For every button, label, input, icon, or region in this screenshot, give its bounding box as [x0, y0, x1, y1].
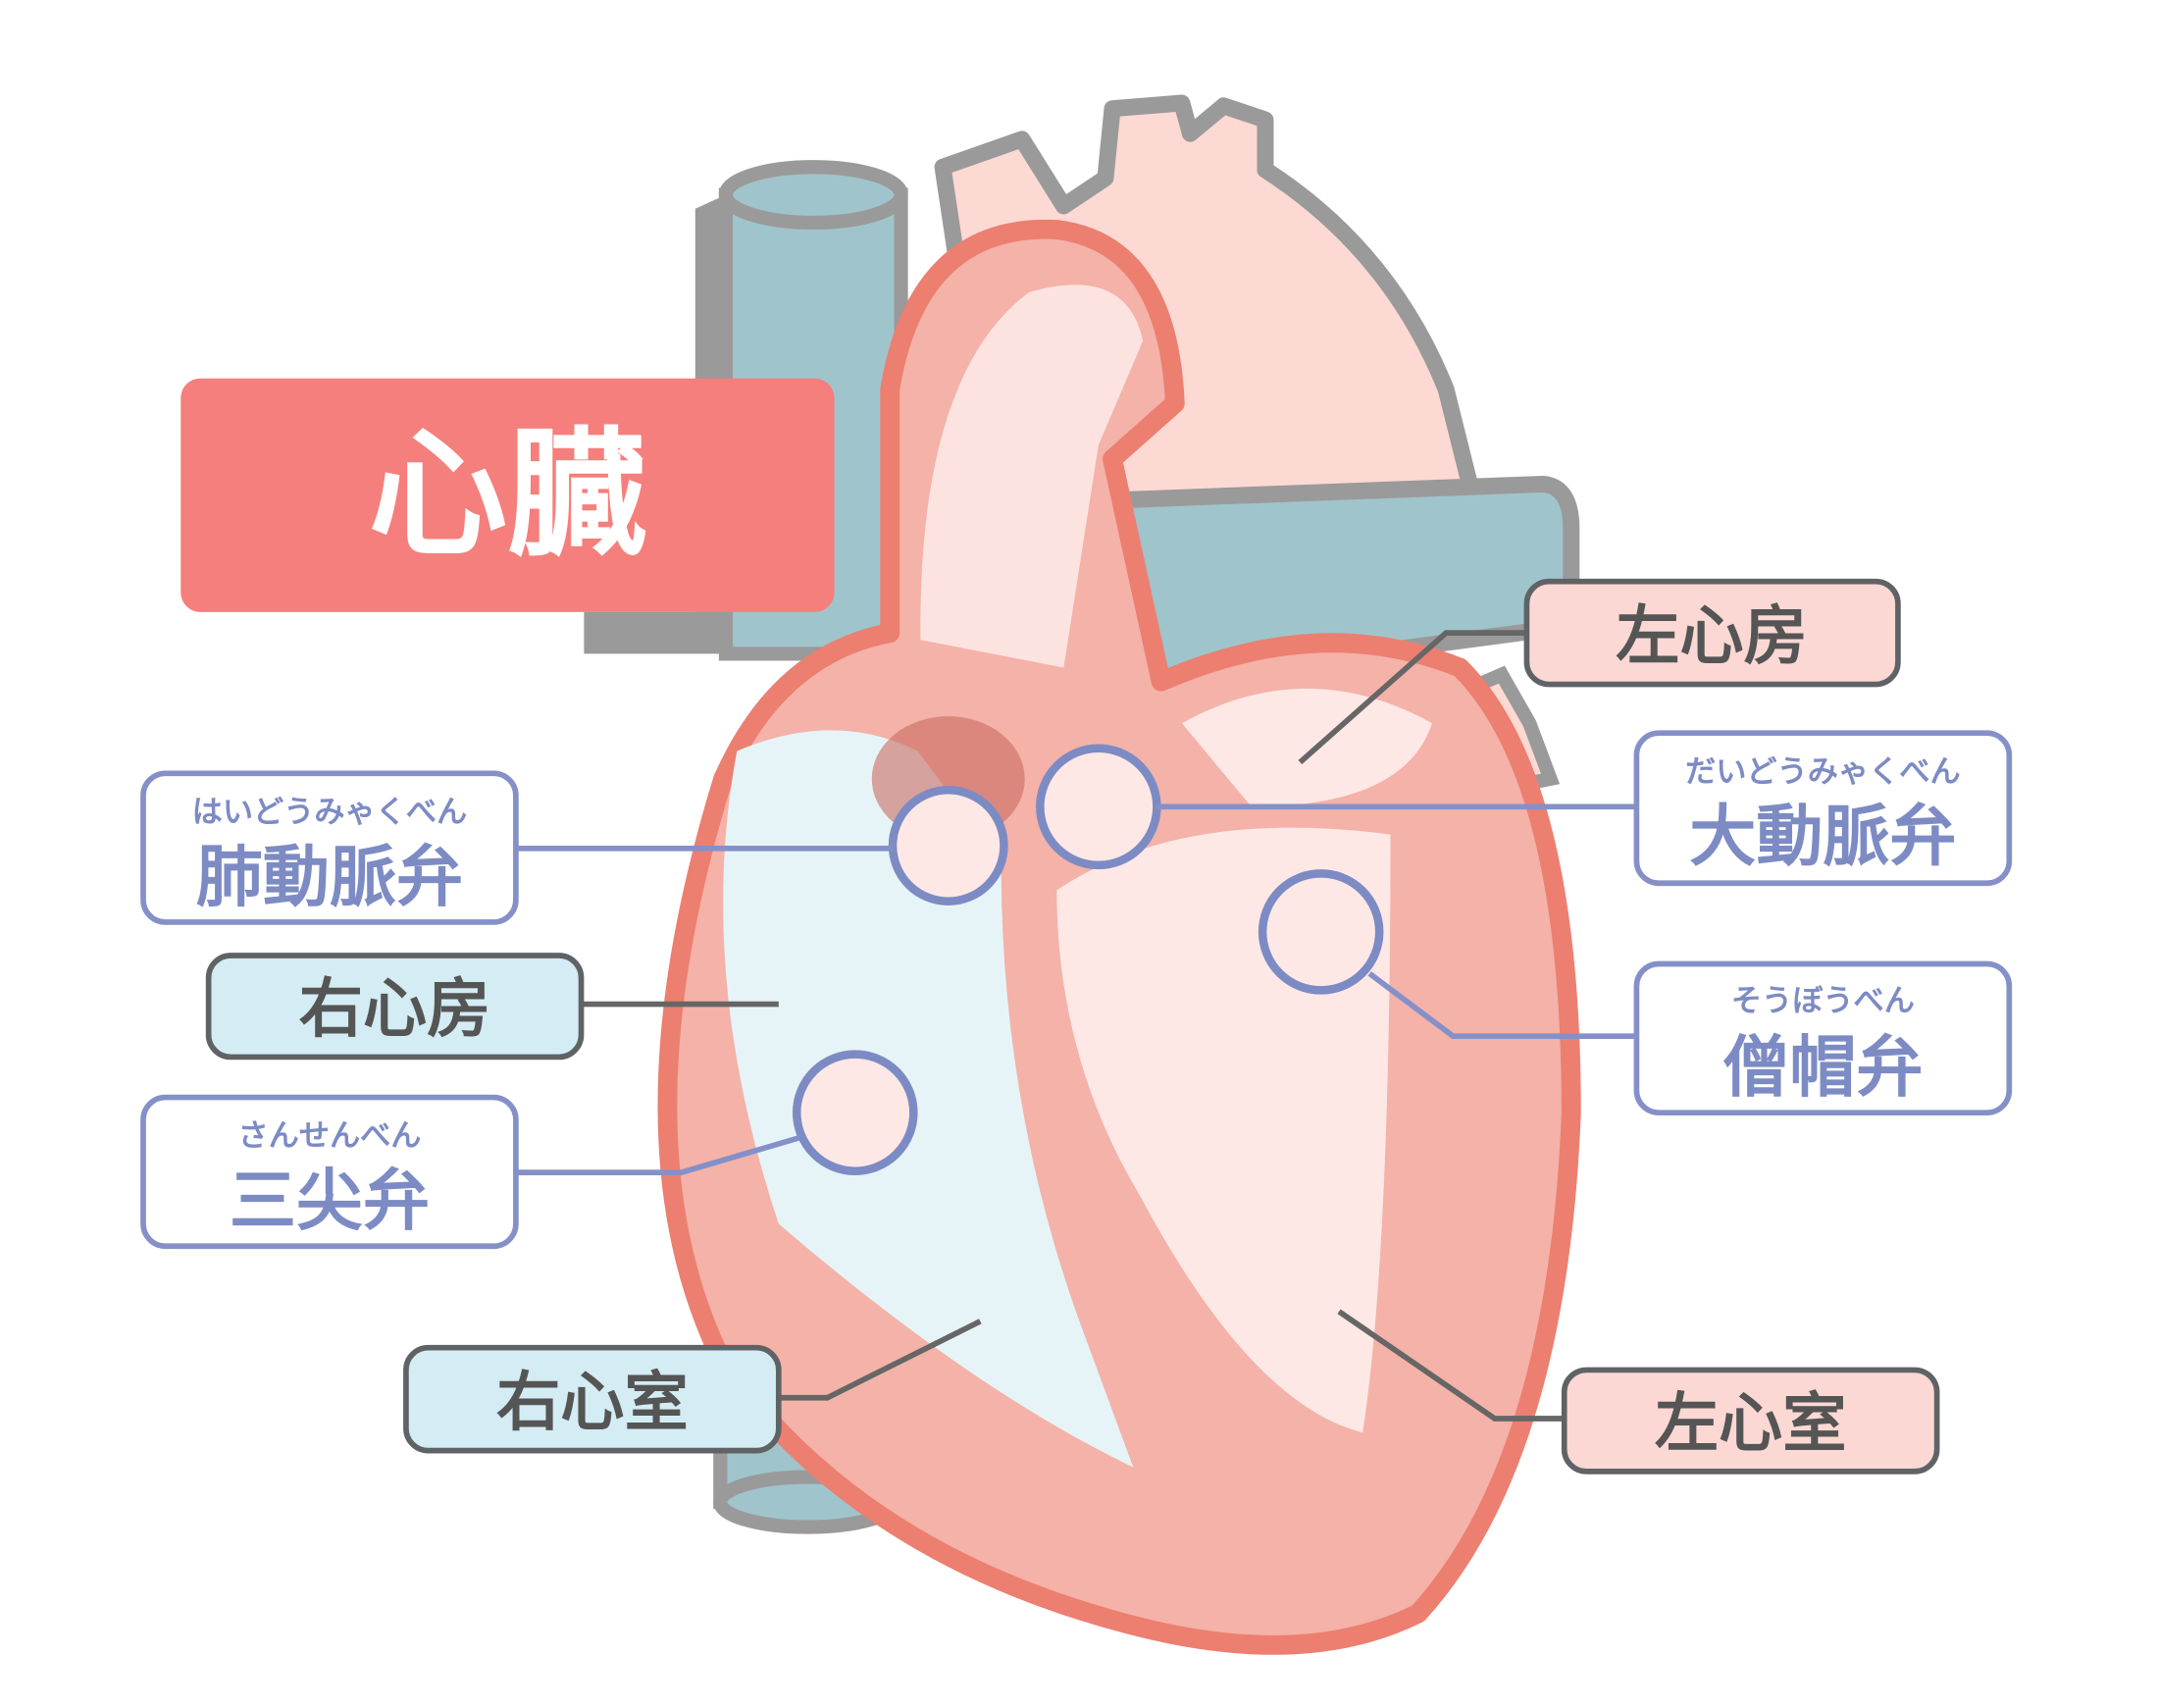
label-pulmonary-valve: はいどうみゃくべん 肺動脈弁 [140, 770, 519, 925]
svg-text:右心房: 右心房 [299, 972, 491, 1047]
svg-text:はいどうみゃくべん: はいどうみゃくべん [192, 795, 468, 830]
label-left-ventricle: 左心室 [1561, 1367, 1940, 1475]
label-mitral-valve: そうぼうべん 僧帽弁 [1633, 960, 2013, 1115]
svg-text:だいどうみゃくべん: だいどうみゃくべん [1685, 754, 1961, 790]
tricuspid-valve-marker [792, 1050, 918, 1175]
svg-text:三尖弁: 三尖弁 [230, 1164, 430, 1241]
svg-text:右心室: 右心室 [496, 1366, 689, 1440]
label-right-atrium: 右心房 [205, 953, 585, 1061]
svg-text:僧帽弁: 僧帽弁 [1722, 1029, 1923, 1107]
label-tricuspid-valve: さんせんべん 三尖弁 [140, 1094, 519, 1250]
title-banner: 心臓 [180, 378, 835, 612]
leader-tricuspid-valve [515, 1134, 800, 1175]
title: 心臓 [369, 414, 647, 576]
left-atrium-chamber [1181, 688, 1433, 807]
leader-left-atrium [1298, 630, 1527, 765]
label-right-ventricle: 右心室 [403, 1344, 782, 1454]
label-left-atrium: 左心房 [1523, 578, 1901, 688]
leader-left-ventricle [1337, 1309, 1565, 1422]
label-aortic-valve: だいどうみゃくべん 大動脈弁 [1633, 730, 2013, 887]
aortic-valve-marker [1036, 744, 1161, 870]
leader-mitral-valve [1367, 971, 1637, 1040]
right-heart-chamber [723, 730, 1134, 1468]
aorta-inner [920, 285, 1144, 668]
svg-text:肺動脈弁: 肺動脈弁 [196, 839, 463, 916]
svg-text:そうぼうべん: そうぼうべん [1731, 984, 1915, 1019]
svg-text:さんせんべん: さんせんべん [237, 1118, 421, 1154]
leader-right-ventricle [778, 1319, 982, 1401]
svg-text:大動脈弁: 大動脈弁 [1689, 799, 1956, 876]
mitral-valve-marker [1258, 869, 1384, 995]
pulmonary-valve-marker [888, 786, 1008, 906]
svg-text:左心房: 左心房 [1616, 599, 1808, 674]
svg-text:左心室: 左心室 [1655, 1386, 1847, 1461]
